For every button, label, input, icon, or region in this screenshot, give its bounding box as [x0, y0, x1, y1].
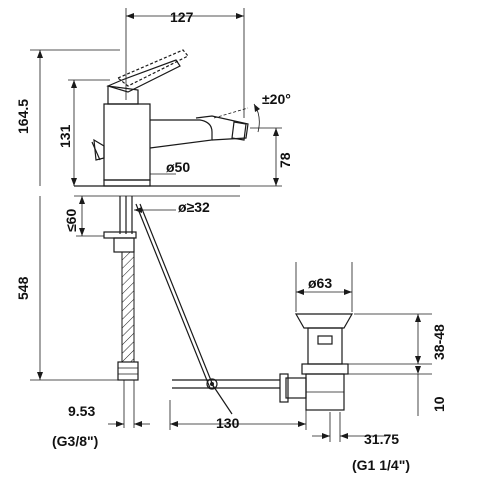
label-waste-offset: 10	[431, 396, 447, 412]
dim-waste-offset: 10	[348, 366, 447, 416]
dim-rod-length: 130	[169, 400, 307, 431]
dim-waste-diameter: ø63	[295, 262, 353, 312]
dim-waste-range: 38-48	[348, 313, 447, 365]
dim-swivel: ±20°	[253, 91, 291, 133]
label-body-height: 131	[57, 124, 73, 148]
dim-total-height: 164.5	[15, 49, 120, 186]
label-waste-diameter: ø63	[308, 275, 332, 291]
dim-deck-thickness: ≤60	[63, 196, 104, 237]
label-rod-length: 130	[216, 415, 240, 431]
dim-body-diameter: ø50	[150, 159, 190, 175]
dim-waste-size: 31.75 (G1 1/4")	[312, 412, 410, 473]
dim-spout-reach: 127	[125, 8, 245, 118]
label-waste-range: 38-48	[431, 324, 447, 360]
label-swivel: ±20°	[262, 91, 291, 107]
dim-hose-length: 548	[15, 196, 118, 381]
dim-connection: 9.53 (G3/8")	[52, 380, 150, 449]
dim-hole-diameter: ø≥32	[134, 199, 210, 215]
waste-fitting	[172, 313, 354, 415]
label-deck-thickness: ≤60	[63, 209, 79, 232]
label-outlet-height: 78	[277, 152, 293, 168]
dim-body-height: 131	[57, 79, 110, 186]
label-body-diameter: ø50	[166, 159, 190, 175]
label-total-height: 164.5	[15, 99, 31, 134]
shank-assembly	[103, 196, 215, 389]
label-spout-reach: 127	[170, 9, 194, 25]
label-waste-thread: (G1 1/4")	[352, 457, 410, 473]
label-connection-thread: (G3/8")	[52, 433, 98, 449]
dim-outlet-height: 78	[240, 127, 293, 187]
label-hose-length: 548	[15, 276, 31, 300]
label-hole-diameter: ø≥32	[178, 199, 210, 215]
label-connection-size: 9.53	[68, 403, 95, 419]
label-waste-size: 31.75	[364, 431, 399, 447]
